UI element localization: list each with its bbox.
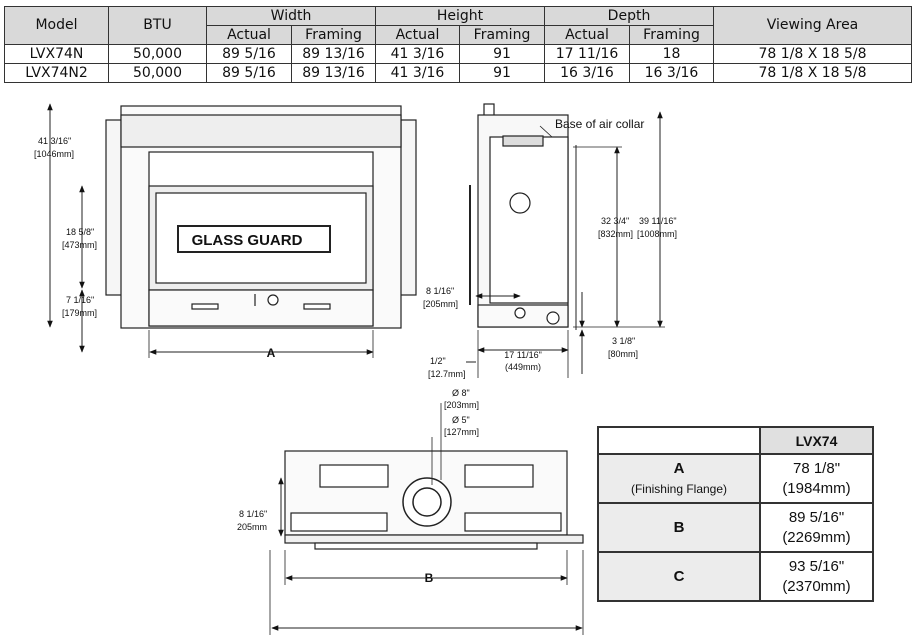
dia-outer: Ø 8" — [452, 388, 470, 398]
dim-top-depth: 8 1/16" — [239, 509, 267, 519]
dim-base: 3 1/8" — [612, 336, 635, 346]
glass-guard-label: GLASS GUARD — [192, 232, 303, 249]
dim-offset: 1/2" — [430, 356, 446, 366]
dims-mm: (2370mm) — [782, 577, 851, 595]
front-view — [47, 103, 417, 358]
dim-top-depth-mm: 205mm — [237, 522, 267, 532]
cell-model: LVX74N2 — [4, 63, 109, 83]
cell-btu: 50,000 — [108, 44, 207, 64]
cell-width-framing: 89 13/16 — [291, 44, 376, 64]
dims-letter: C — [673, 567, 685, 585]
spec-table: Model BTU Width Height Depth Viewing Are… — [4, 6, 912, 83]
table-row: A (Finishing Flange) 78 1/8" (1984mm) — [597, 453, 874, 504]
glass-guard-plate — [177, 225, 331, 253]
cell-btu: 50,000 — [108, 63, 207, 83]
cell-viewing-area: 78 1/8 X 18 5/8 — [713, 44, 912, 64]
subheader-depth-actual: Actual — [544, 25, 630, 45]
header-depth: Depth — [544, 6, 714, 26]
dims-letter: B — [673, 518, 685, 536]
table-row: LVX74N 50,000 89 5/16 89 13/16 41 3/16 9… — [4, 44, 912, 64]
dim-side-total-mm: [1008mm] — [637, 229, 677, 239]
cell-height-framing: 91 — [459, 63, 545, 83]
dims-header: LVX74 — [759, 426, 874, 455]
cell-depth-actual: 17 11/16 — [544, 44, 630, 64]
cell-height-actual: 41 3/16 — [375, 63, 460, 83]
dims-value: 78 1/8" — [792, 459, 841, 477]
cell-width-actual: 89 5/16 — [206, 44, 292, 64]
subheader-width-actual: Actual — [206, 25, 292, 45]
cell-depth-actual: 16 3/16 — [544, 63, 630, 83]
dim-view-height-mm: [473mm] — [62, 240, 97, 250]
dims-mm: (2269mm) — [782, 528, 851, 546]
cell-viewing-area: 78 1/8 X 18 5/8 — [713, 63, 912, 83]
dim-side-left: 8 1/16" — [426, 286, 454, 296]
dia-inner-mm: [127mm] — [444, 427, 479, 437]
dim-view-height: 18 5/8" — [66, 227, 94, 237]
dim-side-left-mm: [205mm] — [423, 299, 458, 309]
dia-inner: Ø 5" — [452, 415, 470, 425]
cell-depth-framing: 16 3/16 — [629, 63, 714, 83]
table-row: B 89 5/16" (2269mm) — [597, 502, 874, 553]
top-view — [269, 403, 584, 635]
dims-sub: (Finishing Flange) — [630, 481, 728, 496]
subheader-depth-framing: Framing — [629, 25, 714, 45]
dims-value: 89 5/16" — [788, 508, 845, 526]
cell-height-framing: 91 — [459, 44, 545, 64]
dia-outer-mm: [203mm] — [444, 400, 479, 410]
dims-value: 93 5/16" — [788, 557, 845, 575]
dim-offset-mm: [12.7mm] — [428, 369, 466, 379]
dim-bottom: 7 1/16" — [66, 295, 94, 305]
dim-total-height-mm: [1046mm] — [34, 149, 74, 159]
table-row: C 93 5/16" (2370mm) — [597, 551, 874, 602]
cell-width-actual: 89 5/16 — [206, 63, 292, 83]
dim-collar: 32 3/4" — [601, 216, 629, 226]
dim-bottom-mm: [179mm] — [62, 308, 97, 318]
dim-side-depth-mm: (449mm) — [505, 362, 541, 372]
letter-a: A — [267, 346, 276, 360]
cell-depth-framing: 18 — [629, 44, 714, 64]
cell-width-framing: 89 13/16 — [291, 63, 376, 83]
dim-total-height: 41 3/16" — [38, 136, 71, 146]
cell-model: LVX74N — [4, 44, 109, 64]
control-knob — [267, 294, 279, 306]
header-width: Width — [206, 6, 376, 26]
header-model: Model — [4, 6, 109, 45]
side-view — [466, 103, 665, 378]
dim-collar-mm: [832mm] — [598, 229, 633, 239]
table-row: LVX74N2 50,000 89 5/16 89 13/16 41 3/16 … — [4, 63, 912, 83]
dims-letter: A — [673, 459, 685, 477]
letter-b: B — [425, 571, 434, 585]
dim-side-total: 39 11/16" — [639, 216, 677, 226]
dim-base-mm: [80mm] — [608, 349, 638, 359]
dim-side-depth: 17 11/16" — [504, 350, 542, 360]
subheader-height-framing: Framing — [459, 25, 545, 45]
subheader-width-framing: Framing — [291, 25, 376, 45]
dimension-table: LVX74 A (Finishing Flange) 78 1/8" (1984… — [597, 426, 874, 602]
dims-mm: (1984mm) — [782, 479, 851, 497]
air-collar-callout: Base of air collar — [555, 117, 644, 131]
header-height: Height — [375, 6, 545, 26]
collar-inner-circle — [412, 487, 442, 517]
